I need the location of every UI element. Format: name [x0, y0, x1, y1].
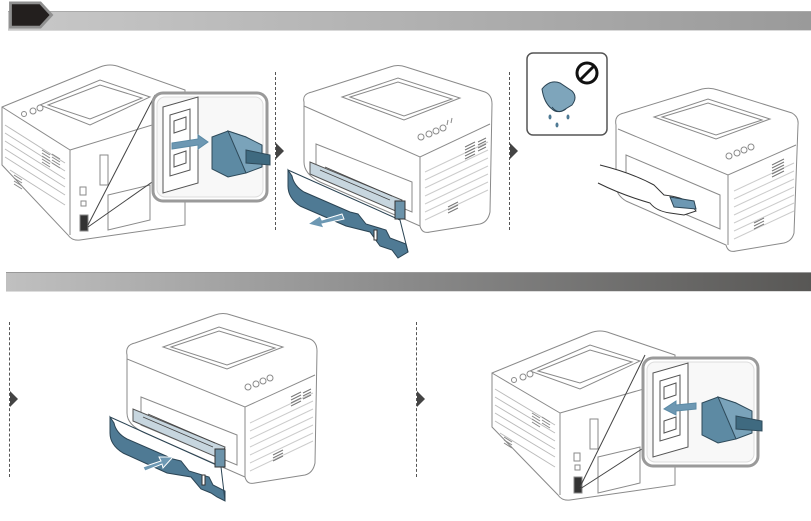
illustration-wipe-inside-with-dry-cloth — [526, 52, 799, 252]
step-badge-icon — [9, 1, 54, 29]
step-separator — [9, 322, 10, 477]
step-separator — [509, 72, 510, 230]
illustration-plug-in-power-cord — [491, 330, 763, 501]
next-step-arrow-icon — [10, 391, 18, 407]
next-step-arrow-icon — [510, 143, 518, 159]
illustration-unplug-power-cord — [1, 64, 271, 241]
next-step-arrow-icon — [417, 391, 425, 407]
step-separator — [275, 72, 276, 230]
prohibited-icon — [575, 61, 599, 85]
section-1-header-bar — [8, 11, 811, 31]
section-2-header-bar — [6, 272, 811, 292]
wet-cloth-icon — [541, 81, 576, 113]
step-separator — [416, 322, 417, 477]
next-step-arrow-icon — [276, 143, 284, 159]
illustration-pull-out-paper-tray — [287, 65, 493, 259]
illustration-insert-paper-tray — [109, 313, 318, 502]
